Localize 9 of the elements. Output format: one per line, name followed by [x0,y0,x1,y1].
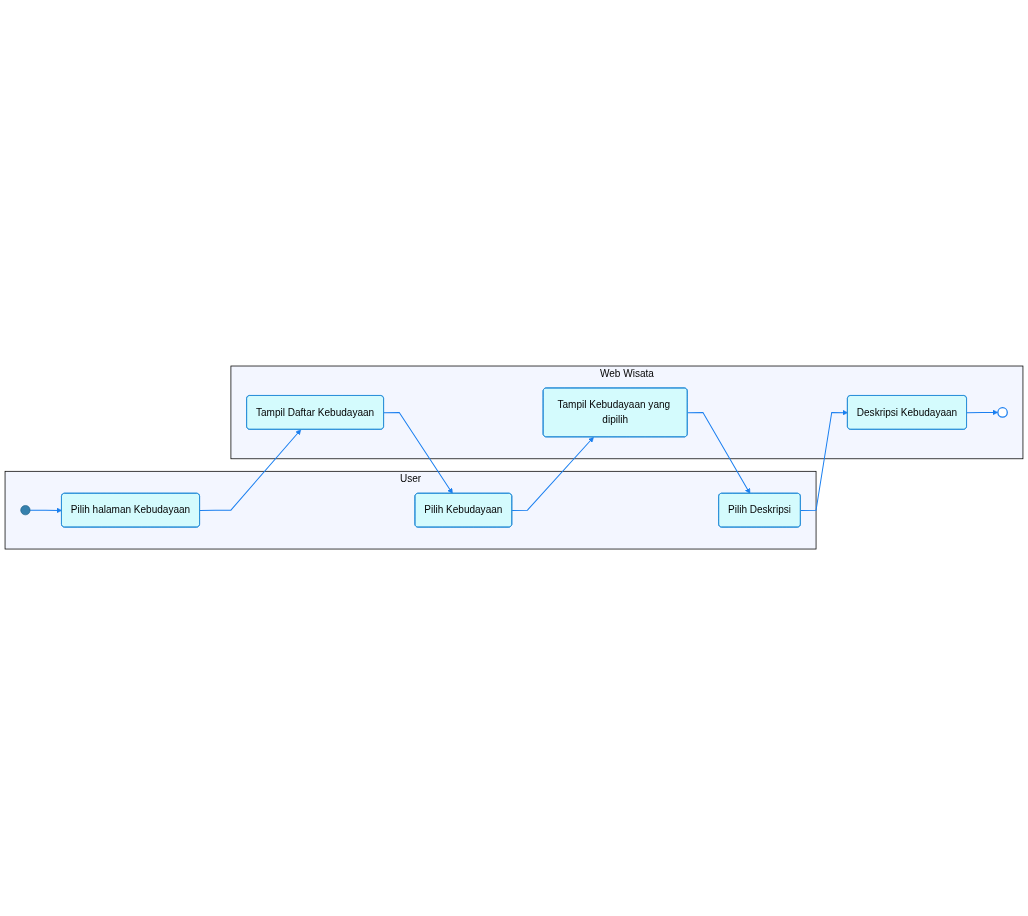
arrow [966,410,999,416]
arrow [199,429,302,512]
arrow [383,412,453,495]
node-circle [20,505,31,516]
arrow [29,508,62,514]
node-circle [997,407,1008,419]
arrow [511,437,594,512]
arrow [687,412,751,495]
arrow [800,410,848,512]
